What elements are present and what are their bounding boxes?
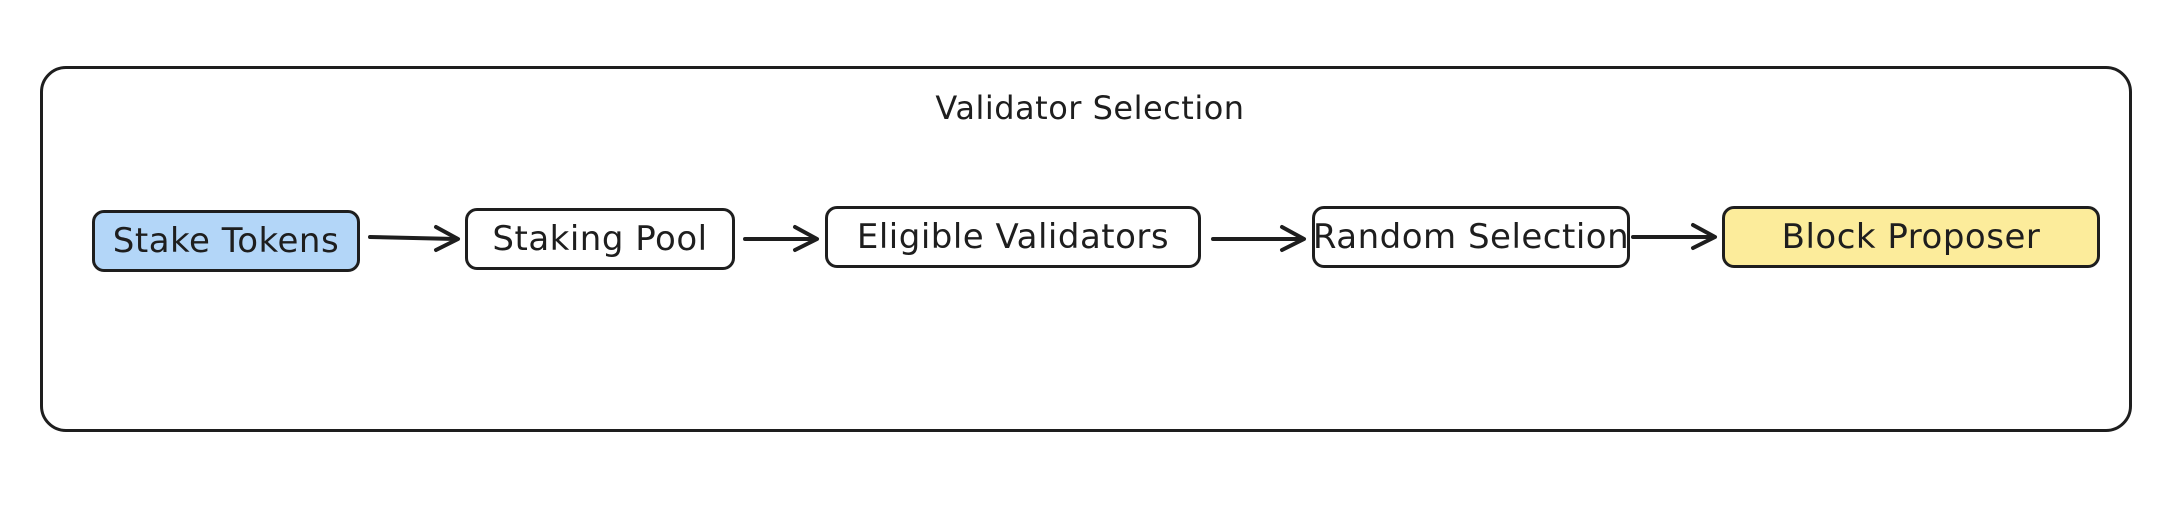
- group-title: Validator Selection: [935, 89, 1245, 127]
- node-stake-tokens[interactable]: Stake Tokens: [92, 210, 360, 272]
- node-block-proposer[interactable]: Block Proposer: [1722, 206, 2100, 268]
- node-random-selection[interactable]: Random Selection: [1312, 206, 1630, 268]
- node-label: Block Proposer: [1781, 217, 2041, 257]
- node-label: Eligible Validators: [856, 217, 1170, 257]
- node-label: Staking Pool: [492, 219, 708, 259]
- node-staking-pool[interactable]: Staking Pool: [465, 208, 735, 270]
- node-eligible-validators[interactable]: Eligible Validators: [825, 206, 1201, 268]
- node-label: Random Selection: [1312, 217, 1630, 257]
- node-label: Stake Tokens: [112, 221, 340, 261]
- validator-selection-group-frame: [40, 66, 2132, 432]
